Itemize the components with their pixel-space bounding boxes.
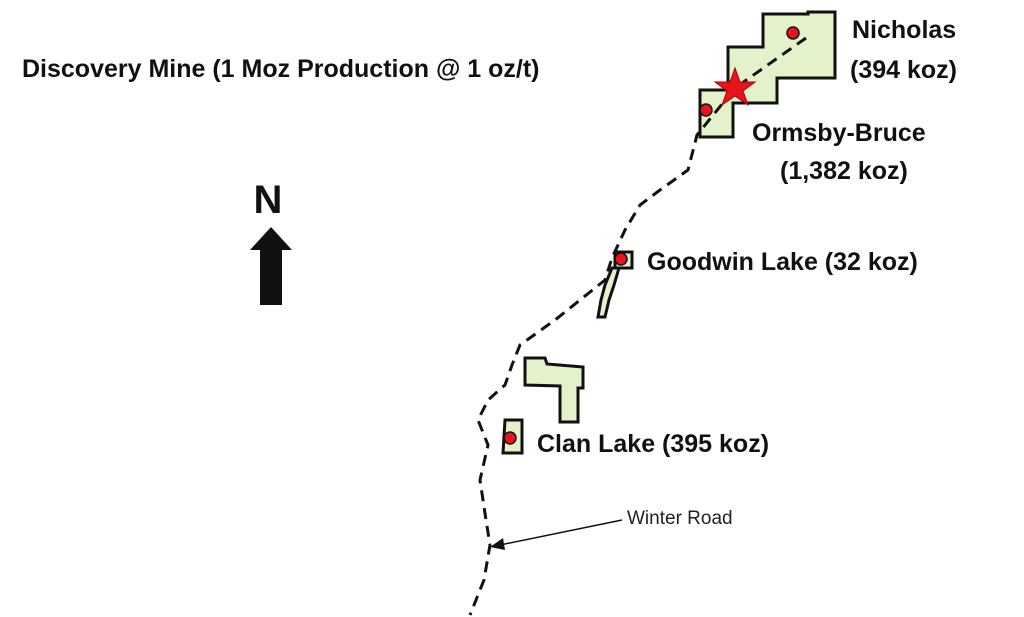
winter-road-arrowhead-icon — [490, 538, 505, 550]
label-winter-road: Winter Road — [627, 508, 733, 529]
north-arrow-icon — [250, 227, 292, 305]
label-clan-lake: Clan Lake (395 koz) — [537, 430, 769, 458]
label-discovery-mine: Discovery Mine (1 Moz Production @ 1 oz/… — [22, 55, 540, 83]
deposit-clan-marker — [503, 431, 517, 445]
claim-l-shape — [523, 356, 585, 424]
label-goodwin-lake: Goodwin Lake (32 koz) — [647, 248, 918, 276]
claim-nicholas-ormsby — [698, 10, 837, 139]
north-label: N — [254, 178, 283, 222]
label-nicholas-koz: (394 koz) — [850, 56, 957, 84]
discovery-mine-star-icon — [713, 66, 757, 107]
label-nicholas: Nicholas — [852, 16, 956, 44]
deposit-ormsby-marker — [699, 103, 713, 117]
deposit-goodwin-marker — [614, 252, 628, 266]
claim-goodwin-strip — [596, 266, 622, 319]
winter-road — [468, 36, 807, 616]
label-ormsby-koz: (1,382 koz) — [780, 157, 908, 185]
winter-road-pointer — [499, 519, 623, 546]
deposit-nicholas-marker — [786, 26, 800, 40]
label-ormsby-bruce: Ormsby-Bruce — [752, 119, 926, 147]
